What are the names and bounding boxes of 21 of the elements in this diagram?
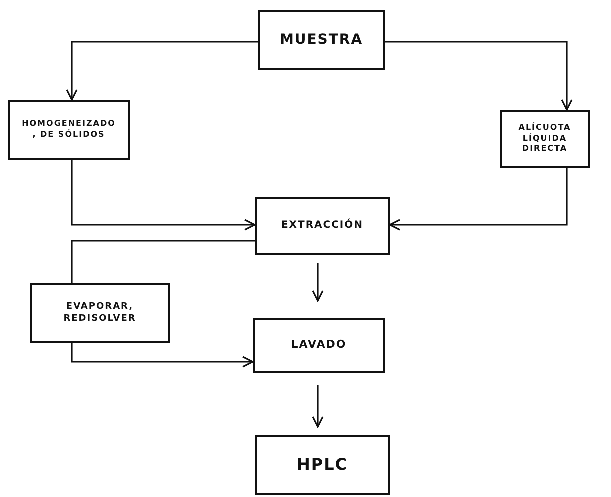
process-box [255, 197, 390, 255]
box-label: EXTRACCIÓN [281, 219, 364, 233]
box-label: ALÍCUOTA LÍQUIDA DIRECTA [518, 122, 572, 156]
arrow [312, 263, 324, 302]
arrow [71, 160, 256, 231]
arrow [71, 343, 254, 368]
process-box [258, 10, 385, 70]
process-box [500, 110, 590, 168]
box-label: LAVADO [291, 338, 347, 353]
process-box [253, 318, 385, 373]
process-box [8, 100, 130, 160]
process-box [255, 435, 390, 495]
box-label: HOMOGENEIZADO , DE SÓLIDOS [21, 119, 117, 141]
box-label: HPLC [296, 454, 348, 476]
arrow [66, 41, 258, 101]
box-label: MUESTRA [280, 30, 364, 50]
arrow [389, 168, 568, 231]
arrow [385, 41, 573, 111]
box-label: EVAPORAR, REDISOLVER [62, 300, 138, 326]
process-box [30, 283, 170, 343]
arrow [312, 385, 324, 428]
